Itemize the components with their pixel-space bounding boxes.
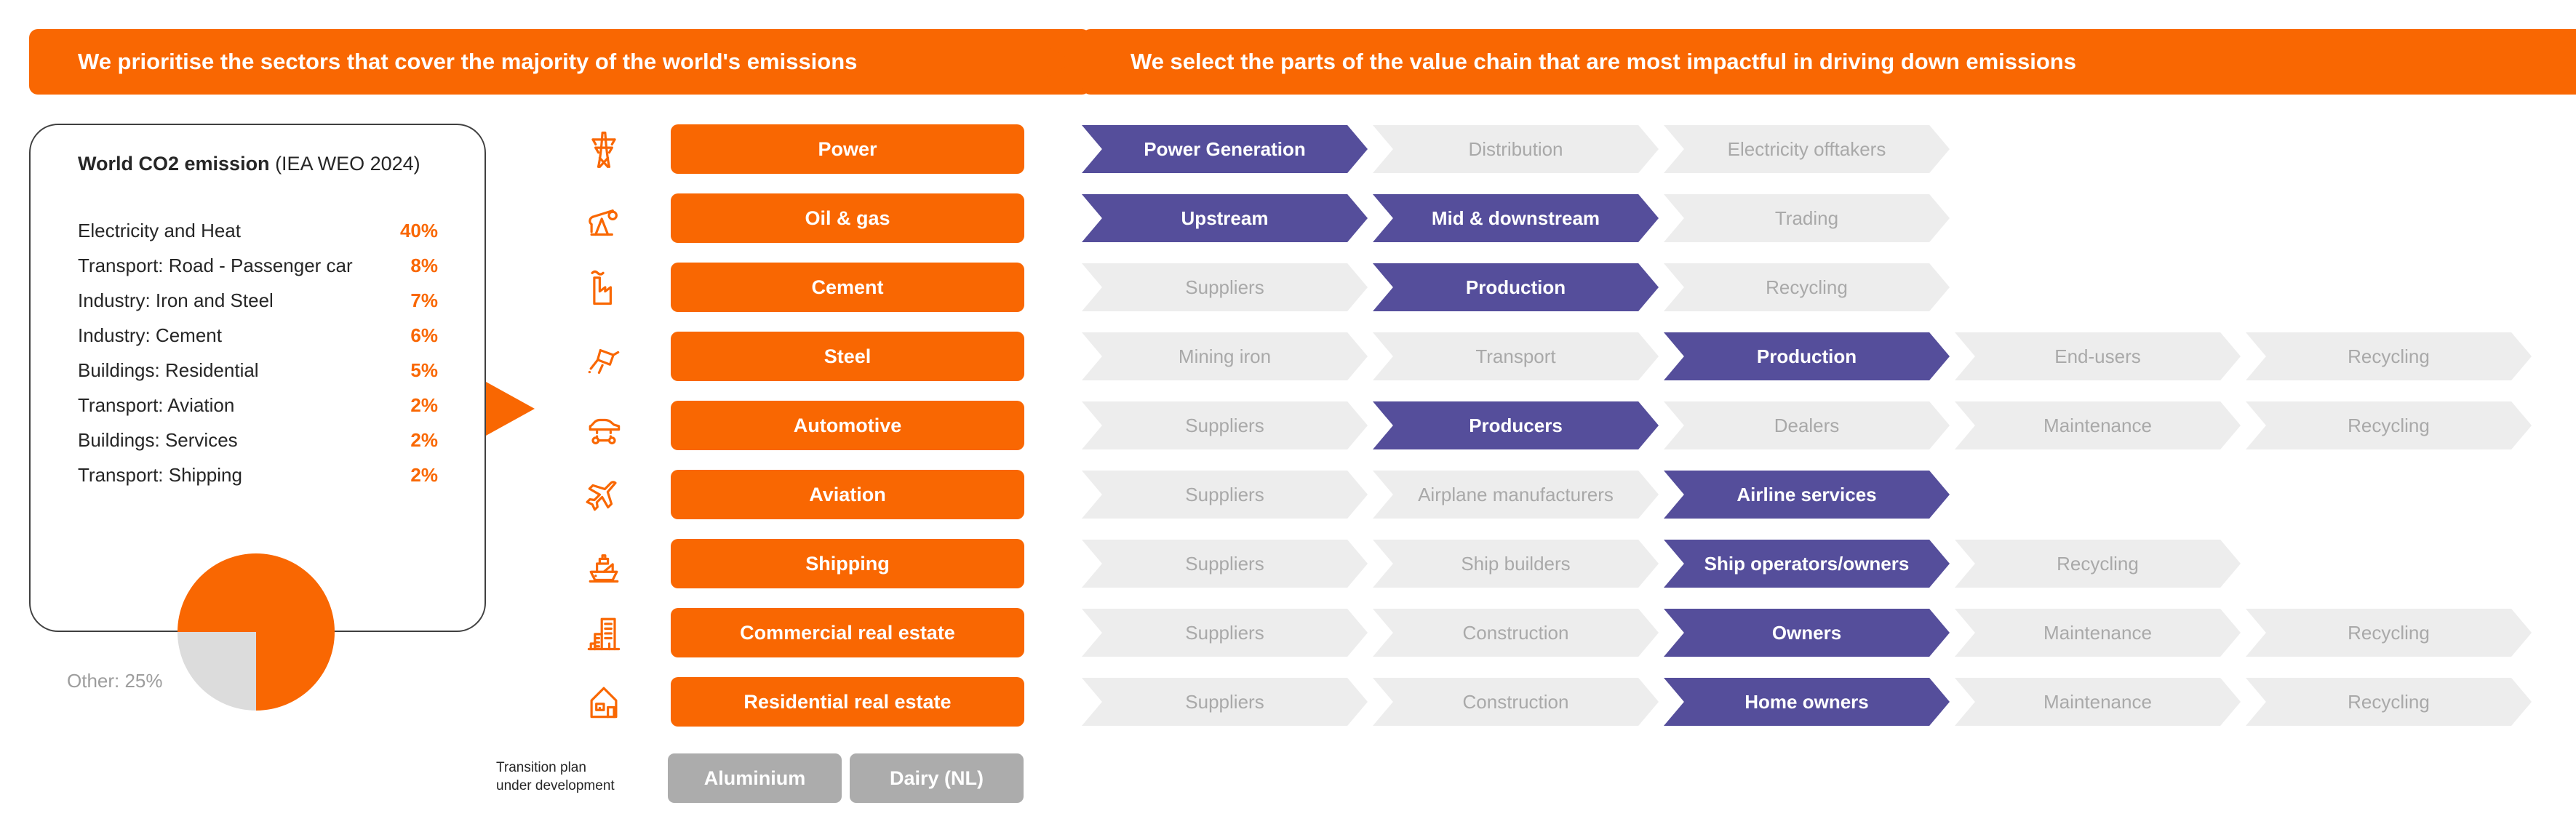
chain-step-suppliers: Suppliers	[1082, 471, 1368, 519]
co2-list-row: Transport: Road - Passenger car 8%	[78, 255, 438, 289]
co2-list-row: Transport: Shipping 2%	[78, 464, 438, 499]
chain-step-suppliers: Suppliers	[1082, 540, 1368, 588]
co2-list-row: Electricity and Heat 40%	[78, 220, 438, 255]
co2-row-value: 40%	[399, 220, 438, 241]
co2-row-label: Transport: Aviation	[78, 394, 235, 416]
chain-step-suppliers: Suppliers	[1082, 678, 1368, 726]
sector-button-commercial-real-estate: Commercial real estate	[671, 608, 1024, 657]
banner-prioritise-sectors: We prioritise the sectors that cover the…	[29, 29, 1090, 95]
sector-button-automotive: Automotive	[671, 401, 1024, 450]
co2-list-row: Buildings: Residential 5%	[78, 359, 438, 394]
co2-list-row: Industry: Iron and Steel 7%	[78, 289, 438, 324]
transition-plan-note: Transition plan under development	[496, 759, 615, 795]
co2-row-label: Industry: Iron and Steel	[78, 289, 274, 311]
chain-step-maintenance: Maintenance	[1955, 609, 2241, 657]
chain-step-home-owners: Home owners	[1664, 678, 1950, 726]
co2-row-label: Buildings: Services	[78, 429, 238, 451]
chain-step-recycling: Recycling	[2246, 678, 2532, 726]
world-co2-emission-panel: World CO2 emission (IEA WEO 2024) Electr…	[29, 124, 486, 632]
chain-step-airplane-manufacturers: Airplane manufacturers	[1373, 471, 1659, 519]
panel-title-bold: World CO2 emission	[78, 153, 270, 175]
chain-step-construction: Construction	[1373, 678, 1659, 726]
transition-button-aluminium: Aluminium	[668, 753, 842, 803]
chain-step-recycling: Recycling	[1664, 263, 1950, 311]
sector-button-power: Power	[671, 124, 1024, 174]
chain-step-mining-iron: Mining iron	[1082, 332, 1368, 380]
chain-step-airline-services: Airline services	[1664, 471, 1950, 519]
chain-step-upstream: Upstream	[1082, 194, 1368, 242]
co2-list-row: Transport: Aviation 2%	[78, 394, 438, 429]
co2-row-label: Transport: Shipping	[78, 464, 242, 486]
chain-step-power-generation: Power Generation	[1082, 125, 1368, 173]
co2-row-label: Buildings: Residential	[78, 359, 259, 381]
chain-step-production: Production	[1664, 332, 1950, 380]
panel-title: World CO2 emission (IEA WEO 2024)	[78, 153, 420, 175]
chain-step-producers: Producers	[1373, 401, 1659, 449]
co2-row-label: Electricity and Heat	[78, 220, 241, 241]
chain-step-suppliers: Suppliers	[1082, 401, 1368, 449]
ship-icon	[582, 542, 626, 585]
chain-step-ship-operators-owners: Ship operators/owners	[1664, 540, 1950, 588]
chain-step-maintenance: Maintenance	[1955, 678, 2241, 726]
co2-row-label: Transport: Road - Passenger car	[78, 255, 353, 276]
banner-right-text: We select the parts of the value chain t…	[1131, 49, 2076, 74]
sector-button-cement: Cement	[671, 263, 1024, 312]
co2-list-row: Industry: Cement 6%	[78, 324, 438, 359]
transition-note-line2: under development	[496, 778, 615, 793]
sector-button-residential-real-estate: Residential real estate	[671, 677, 1024, 727]
power-pylon-icon	[582, 127, 626, 171]
chain-step-production: Production	[1373, 263, 1659, 311]
sector-button-shipping: Shipping	[671, 539, 1024, 588]
cement-factory-icon	[582, 265, 626, 309]
airplane-icon	[582, 473, 626, 516]
co2-row-label: Industry: Cement	[78, 324, 222, 346]
chain-step-distribution: Distribution	[1373, 125, 1659, 173]
chain-step-owners: Owners	[1664, 609, 1950, 657]
house-icon	[582, 680, 626, 724]
oil-pumpjack-icon	[582, 196, 626, 240]
sector-button-steel: Steel	[671, 332, 1024, 381]
co2-row-value: 6%	[410, 324, 438, 346]
steel-ladle-icon	[582, 335, 626, 378]
co2-row-value: 8%	[410, 255, 438, 276]
chain-step-suppliers: Suppliers	[1082, 263, 1368, 311]
chain-step-dealers: Dealers	[1664, 401, 1950, 449]
chain-step-electricity-offtakers: Electricity offtakers	[1664, 125, 1950, 173]
co2-pie-chart	[178, 553, 335, 711]
chain-step-end-users: End-users	[1955, 332, 2241, 380]
chain-step-recycling: Recycling	[2246, 401, 2532, 449]
sector-button-aviation: Aviation	[671, 470, 1024, 519]
co2-row-value: 7%	[410, 289, 438, 311]
banner-select-value-chain: We select the parts of the value chain t…	[1082, 29, 2576, 95]
co2-row-value: 2%	[410, 394, 438, 416]
chain-step-recycling: Recycling	[2246, 332, 2532, 380]
pie-other-label: Other: 25%	[67, 670, 163, 692]
chain-step-recycling: Recycling	[1955, 540, 2241, 588]
transition-button-dairy-nl-: Dairy (NL)	[850, 753, 1024, 803]
banner-connector-arrow-icon	[1045, 46, 1074, 78]
co2-row-value: 2%	[410, 464, 438, 486]
panel-title-source: (IEA WEO 2024)	[269, 153, 420, 175]
co2-row-value: 2%	[410, 429, 438, 451]
chain-step-construction: Construction	[1373, 609, 1659, 657]
chain-step-suppliers: Suppliers	[1082, 609, 1368, 657]
chain-step-maintenance: Maintenance	[1955, 401, 2241, 449]
chain-step-trading: Trading	[1664, 194, 1950, 242]
panel-to-sectors-arrow-icon	[486, 382, 535, 436]
chain-step-recycling: Recycling	[2246, 609, 2532, 657]
co2-list-row: Buildings: Services 2%	[78, 429, 438, 464]
co2-emission-list: Electricity and Heat 40% Transport: Road -…	[78, 220, 438, 499]
chain-step-ship-builders: Ship builders	[1373, 540, 1659, 588]
car-icon	[582, 404, 626, 447]
banner-left-text: We prioritise the sectors that cover the…	[78, 49, 858, 74]
sector-button-oil-gas: Oil & gas	[671, 193, 1024, 243]
chain-step-transport: Transport	[1373, 332, 1659, 380]
chain-step-mid-downstream: Mid & downstream	[1373, 194, 1659, 242]
office-buildings-icon	[582, 611, 626, 655]
transition-note-line1: Transition plan	[496, 760, 586, 775]
co2-row-value: 5%	[410, 359, 438, 381]
